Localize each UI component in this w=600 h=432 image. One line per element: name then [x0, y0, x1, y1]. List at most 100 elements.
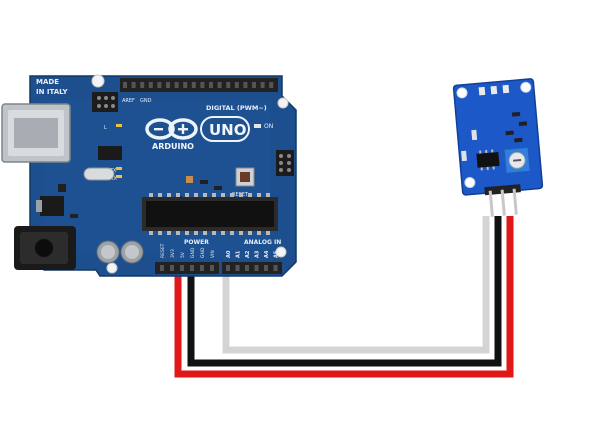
chip-leg	[248, 193, 252, 197]
header-pin	[226, 82, 231, 88]
chip-leg	[239, 193, 243, 197]
header-pin	[183, 82, 188, 88]
header-pin	[234, 82, 239, 88]
analog-pin-label: A2	[245, 250, 251, 258]
module-mount-hole	[520, 81, 532, 93]
header-pin	[148, 82, 153, 88]
l-label: L	[104, 125, 107, 131]
power-pin-label: 3V3	[170, 249, 176, 258]
gnd-label-top: GND	[140, 98, 152, 104]
power-jack	[14, 226, 76, 270]
analog-pin-label: A3	[255, 250, 261, 258]
voltage-regulator	[40, 196, 64, 216]
header-pin	[174, 82, 179, 88]
analog-pin	[245, 265, 249, 271]
chip-leg	[248, 231, 252, 235]
power-header	[155, 262, 219, 274]
power-pin-label: RESET	[160, 243, 166, 258]
chip-leg	[149, 193, 153, 197]
uno-badge: UNO	[200, 116, 250, 142]
chip-leg	[158, 193, 162, 197]
module-pcb	[452, 78, 544, 196]
chip-leg	[221, 193, 225, 197]
chip-leg	[212, 231, 216, 235]
module-mount-hole	[456, 87, 468, 99]
module-mount-hole	[464, 177, 476, 189]
power-pin	[160, 265, 164, 271]
analog-label: ANALOG IN	[244, 239, 281, 246]
mount-hole	[106, 262, 118, 274]
chip-leg	[167, 231, 171, 235]
analog-pin	[273, 265, 278, 271]
capacitors	[96, 240, 144, 264]
chip-leg	[266, 193, 270, 197]
chip-leg	[185, 231, 189, 235]
icsp-header-right	[276, 150, 294, 176]
header-pin	[252, 82, 256, 88]
model-label: UNO	[209, 121, 247, 139]
power-pin	[210, 265, 214, 271]
made-in-label-2: IN ITALY	[36, 88, 69, 96]
potentiometer[interactable]	[503, 146, 531, 174]
power-pin-label: GND	[190, 247, 196, 258]
analog-pin	[235, 265, 240, 271]
chip-leg	[167, 193, 171, 197]
power-pin	[190, 265, 194, 271]
comparator-chip	[476, 151, 500, 168]
icsp-header-top	[92, 92, 118, 112]
crystal	[83, 167, 115, 181]
reset-button[interactable]	[235, 167, 255, 187]
chip-leg	[230, 193, 234, 197]
made-in-label-1: MADE	[36, 78, 59, 86]
chip-leg	[221, 231, 225, 235]
chip-leg	[230, 231, 234, 235]
red-wire	[174, 216, 514, 378]
brand-label: ARDUINO	[152, 142, 194, 151]
on-label: ON	[264, 123, 273, 130]
header-pin	[243, 82, 248, 88]
arduino-logo	[145, 118, 198, 140]
chip-leg	[185, 193, 189, 197]
sensor-module	[452, 78, 544, 217]
chip-leg	[257, 231, 261, 235]
analog-pin-label: A1	[236, 250, 242, 258]
usb-chip	[98, 146, 122, 160]
power-label: POWER	[184, 239, 209, 246]
power-pin	[200, 265, 204, 271]
header-pin	[209, 82, 213, 88]
header-pin	[217, 82, 222, 88]
black-wire	[187, 216, 502, 367]
header-pin	[157, 82, 162, 88]
header-pin	[269, 82, 274, 88]
aref-label: AREF	[122, 98, 135, 104]
mount-hole	[91, 74, 105, 88]
chip-leg	[149, 231, 153, 235]
header-pin	[200, 82, 205, 88]
header-pin	[191, 82, 196, 88]
analog-pin	[264, 265, 268, 271]
atmega-chip	[142, 193, 278, 235]
header-pin	[131, 82, 136, 88]
power-pin-label: VIN	[210, 250, 216, 258]
arduino-board: MADE IN ITALY DIGITAL (PWM~) AREF GND AR…	[1, 74, 297, 277]
header-pin	[260, 82, 265, 88]
analog-header	[222, 262, 282, 274]
digital-header	[120, 78, 278, 92]
chip-leg	[239, 231, 243, 235]
usb-connector	[1, 103, 71, 163]
chip-leg	[194, 231, 198, 235]
analog-pin	[226, 265, 230, 271]
chip-leg	[203, 193, 207, 197]
chip-leg	[203, 231, 207, 235]
chip-leg	[194, 193, 198, 197]
analog-pin-label: A0	[226, 250, 232, 258]
digital-label: DIGITAL (PWM~)	[206, 104, 267, 112]
chip-leg	[176, 193, 180, 197]
mount-hole	[277, 97, 289, 109]
header-pin	[166, 82, 170, 88]
module-pins	[484, 184, 521, 217]
chip-leg	[257, 193, 261, 197]
analog-pin-label: A5	[274, 250, 280, 258]
chip-leg	[158, 231, 162, 235]
